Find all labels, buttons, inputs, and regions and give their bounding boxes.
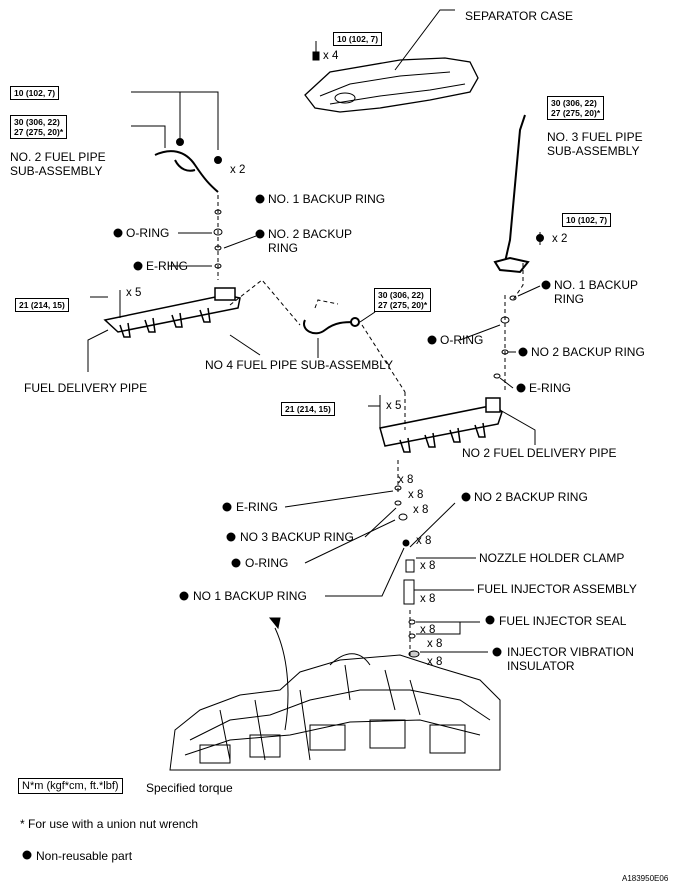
- multiplier-separator: x 4: [323, 50, 339, 62]
- multiplier-no3-pipe: x 2: [552, 233, 568, 245]
- multiplier-delivery-right: x 5: [386, 400, 402, 412]
- no3-backup-ring-bottom-label: NO 3 BACKUP RING: [240, 530, 354, 544]
- fuel-delivery-pipe-right-drawing: [379, 397, 503, 453]
- torque-no3-pipe-union: 30 (306, 22)27 (275, 20)*: [547, 96, 605, 120]
- e-ring-right-label: E-RING: [529, 381, 571, 395]
- no2-backup-ring-bottom-label: NO 2 BACKUP RING: [474, 490, 588, 504]
- no2-backup-ring-right-label: NO 2 BACKUP RING: [531, 345, 645, 359]
- label-line: NO. 2 BACKUP: [268, 227, 353, 241]
- label-line: INSULATOR: [507, 659, 575, 673]
- torque-value: 10 (102, 7): [337, 34, 379, 44]
- injector-vibration-insulator-drawing: [408, 650, 488, 658]
- label-line: SUB-ASSEMBLY: [547, 144, 640, 158]
- e-ring-bottom-label: E-RING: [236, 500, 278, 514]
- torque-no3-pipe-bolt: 10 (102, 7): [562, 213, 612, 227]
- label-line: NO. 3 FUEL PIPE: [547, 130, 643, 144]
- fuel-injector-seal-label: FUEL INJECTOR SEAL: [499, 614, 627, 628]
- multiplier-no3-backup: x 8: [408, 489, 424, 501]
- torque-no2-pipe-union: 30 (306, 22)27 (275, 20)*: [10, 115, 68, 139]
- torque-value: 21 (214, 15): [19, 300, 65, 310]
- label-line: RING: [268, 241, 298, 255]
- label-line: NO. 1 BACKUP: [554, 278, 639, 292]
- no2-fuel-delivery-pipe-label: NO 2 FUEL DELIVERY PIPE: [462, 446, 617, 460]
- no2-fuel-pipe-drawing: [154, 138, 222, 193]
- separator-case-drawing: [304, 9, 479, 113]
- multiplier-e-ring: x 8: [398, 474, 414, 486]
- multiplier-insulator: x 8: [427, 656, 443, 668]
- fuel-injector-seal-drawing: [408, 619, 480, 639]
- multiplier-seal-a: x 8: [420, 624, 436, 636]
- torque-delivery-right: 21 (214, 15): [281, 402, 335, 416]
- legend-torque-unit: N*m (kgf*cm, ft.*lbf): [18, 778, 123, 794]
- label-line: INJECTOR VIBRATION: [507, 645, 634, 659]
- legend-union-note: * For use with a union nut wrench: [20, 817, 199, 831]
- multiplier-injector: x 8: [420, 593, 436, 605]
- fuel-injector-assembly-label: FUEL INJECTOR ASSEMBLY: [477, 582, 637, 596]
- bullet-marks: [22, 194, 551, 860]
- e-ring-left-label: E-RING: [146, 259, 188, 273]
- torque-delivery-left: 21 (214, 15): [15, 298, 69, 312]
- torque-value: 10 (102, 7): [566, 215, 608, 225]
- torque-value: 30 (306, 22): [378, 290, 424, 300]
- nozzle-holder-clamp-label: NOZZLE HOLDER CLAMP: [479, 551, 625, 565]
- torque-value-union: 27 (275, 20)*: [551, 108, 601, 118]
- separator-case-label: SEPARATOR CASE: [465, 9, 574, 23]
- torque-value: 30 (306, 22): [14, 117, 60, 127]
- o-ring-left-label: O-RING: [126, 226, 170, 240]
- no3-fuel-pipe-drawing: [493, 114, 544, 274]
- legend-non-reusable: Non-reusable part: [36, 849, 133, 863]
- engine-block-drawing: [169, 617, 501, 771]
- torque-value-union: 27 (275, 20)*: [378, 300, 428, 310]
- torque-no2-pipe-bolt: 10 (102, 7): [10, 86, 60, 100]
- label-line: SUB-ASSEMBLY: [10, 164, 103, 178]
- figure-code: A183950E06: [622, 874, 669, 883]
- torque-no4-pipe-union: 30 (306, 22)27 (275, 20)*: [374, 288, 432, 312]
- multiplier-delivery-left: x 5: [126, 287, 142, 299]
- multiplier-seal-b: x 8: [427, 638, 443, 650]
- multiplier-nozzle-clamp: x 8: [420, 560, 436, 572]
- legend-torque-desc: Specified torque: [146, 781, 233, 795]
- o-ring-bottom-label: O-RING: [245, 556, 289, 570]
- nozzle-holder-clamp-drawing: [405, 557, 476, 573]
- torque-value: 30 (306, 22): [551, 98, 597, 108]
- fuel-delivery-pipe-label: FUEL DELIVERY PIPE: [24, 381, 148, 395]
- no1-backup-ring-bottom-label: NO 1 BACKUP RING: [193, 589, 307, 603]
- o-ring-right-label: O-RING: [440, 333, 484, 347]
- torque-separator: 10 (102, 7): [333, 32, 383, 46]
- no4-fuel-pipe-drawing: [303, 317, 360, 335]
- fuel-injector-drawing: [403, 579, 474, 605]
- fuel-delivery-pipe-left-drawing: [103, 287, 241, 338]
- no1-backup-ring-left-label: NO. 1 BACKUP RING: [268, 192, 386, 206]
- torque-value-union: 27 (275, 20)*: [14, 127, 64, 137]
- label-line: NO. 2 FUEL PIPE: [10, 150, 106, 164]
- multiplier-no2-pipe: x 2: [230, 164, 246, 176]
- torque-value: 21 (214, 15): [285, 404, 331, 414]
- multiplier-no1-backup: x 8: [416, 535, 432, 547]
- multiplier-o-ring: x 8: [413, 504, 429, 516]
- label-line: RING: [554, 292, 584, 306]
- torque-value: 10 (102, 7): [14, 88, 56, 98]
- no4-fuel-pipe-label: NO 4 FUEL PIPE SUB-ASSEMBLY: [205, 358, 394, 372]
